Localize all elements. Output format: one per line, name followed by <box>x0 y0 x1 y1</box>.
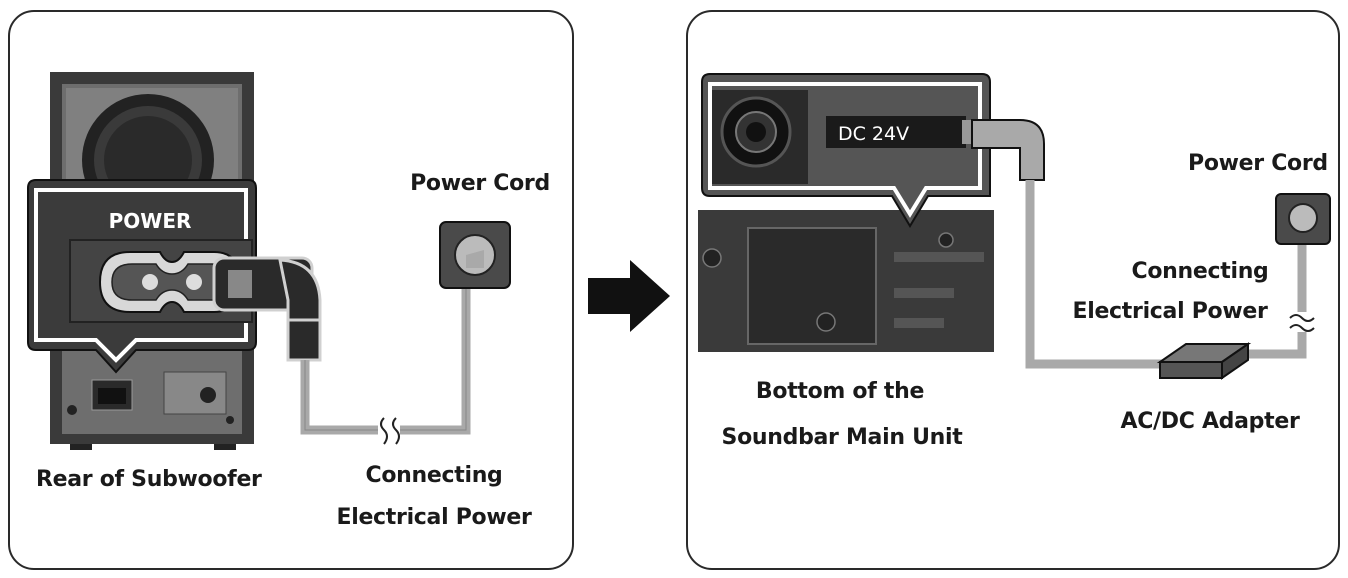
dc-voltage-label: DC 24V <box>838 123 909 145</box>
bottom-soundbar-label-2: Soundbar Main Unit <box>721 425 963 450</box>
power-tag-label: POWER <box>109 209 192 233</box>
bottom-soundbar-label-1: Bottom of the <box>755 379 925 404</box>
right-power-cord-label: Power Cord <box>1188 151 1328 176</box>
cable-break-right <box>1289 312 1315 332</box>
wall-outlet-left <box>439 221 511 289</box>
right-connecting-label-1: Connecting <box>1131 259 1269 284</box>
dc-callout: DC 24V <box>701 73 991 228</box>
next-step-arrow <box>588 260 670 332</box>
power-plug <box>212 256 322 362</box>
dc-plug <box>971 119 1045 181</box>
acdc-adapter <box>1156 342 1252 380</box>
left-connecting-label-2: Electrical Power <box>336 505 532 530</box>
adapter-cable <box>1238 234 1307 359</box>
left-connecting-label-1: Connecting <box>365 463 503 488</box>
left-power-cord-label: Power Cord <box>410 171 550 196</box>
left-cable <box>300 268 471 435</box>
wall-outlet-right <box>1275 193 1331 245</box>
rear-subwoofer-label: Rear of Subwoofer <box>36 467 262 492</box>
acdc-adapter-label: AC/DC Adapter <box>1120 409 1300 434</box>
right-cable <box>1025 180 1168 369</box>
right-connecting-label-2: Electrical Power <box>1072 299 1268 324</box>
cable-break-left <box>378 417 400 445</box>
soundbar-bottom <box>698 210 994 352</box>
